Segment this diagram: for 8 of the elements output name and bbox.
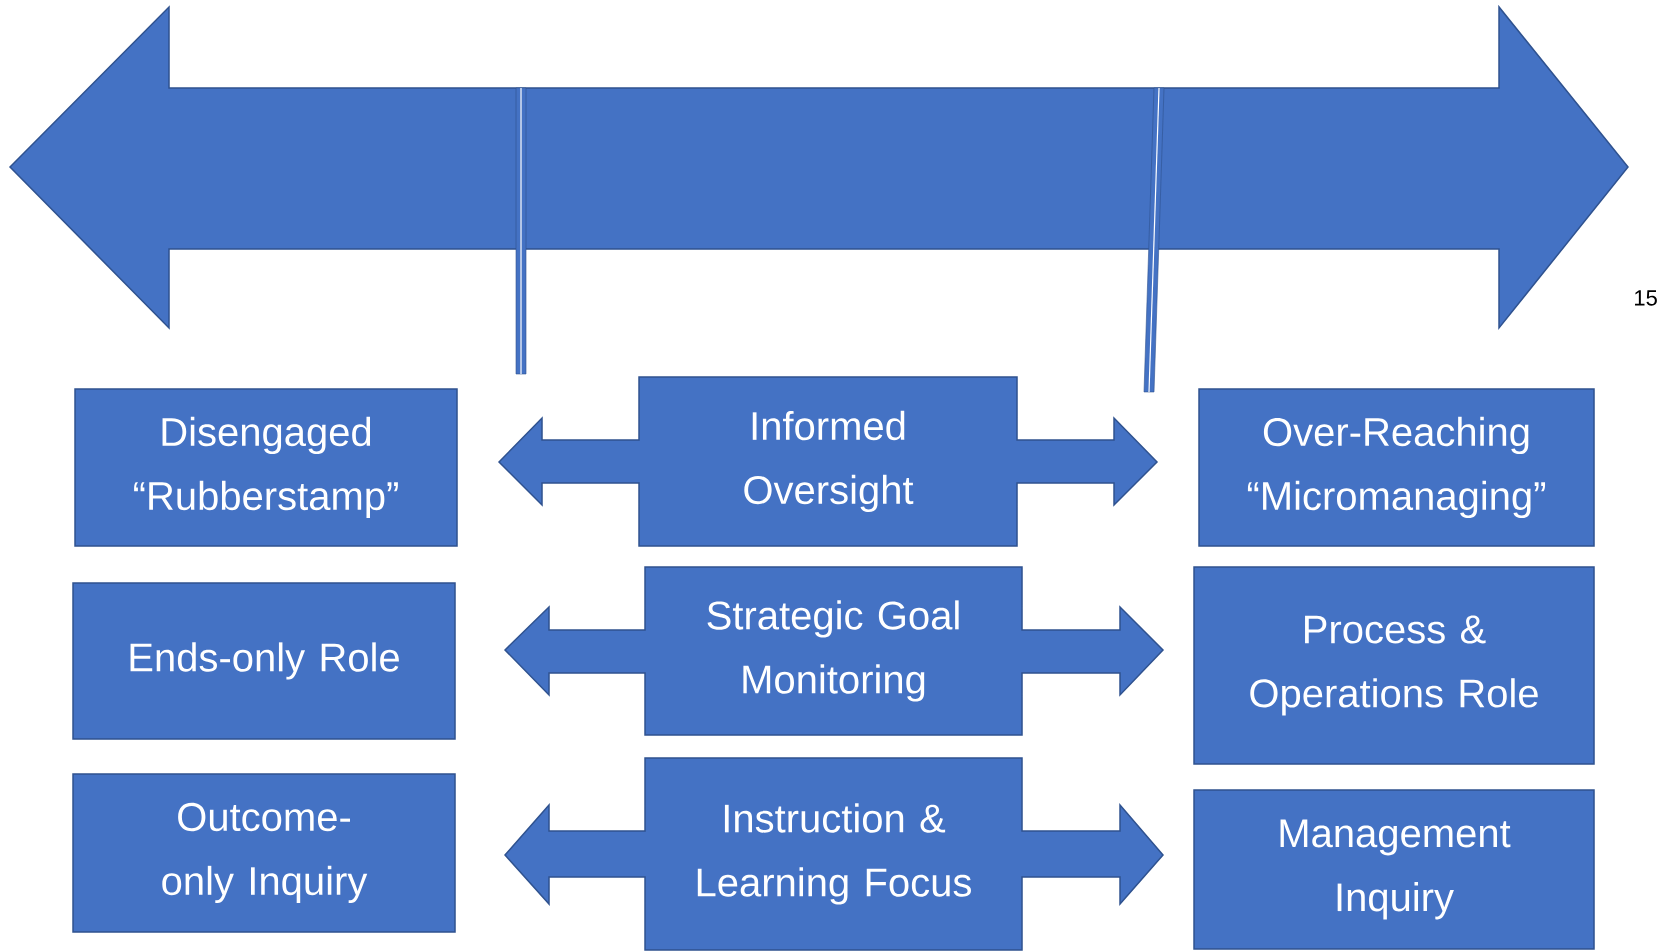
text-box: Over-Reaching “Micromanaging” [1198,388,1595,547]
page-number: 15 [1635,290,1657,306]
text-box: Process & Operations Role [1193,566,1595,765]
text-box: Management Inquiry [1193,789,1595,950]
double-arrow-callout: Instruction & Learning Focus [504,757,1164,951]
text-box: Outcome-only Inquiry [72,773,456,933]
text-box: Disengaged “Rubberstamp” [74,388,458,547]
text-box: Ends-only Role [72,582,456,740]
